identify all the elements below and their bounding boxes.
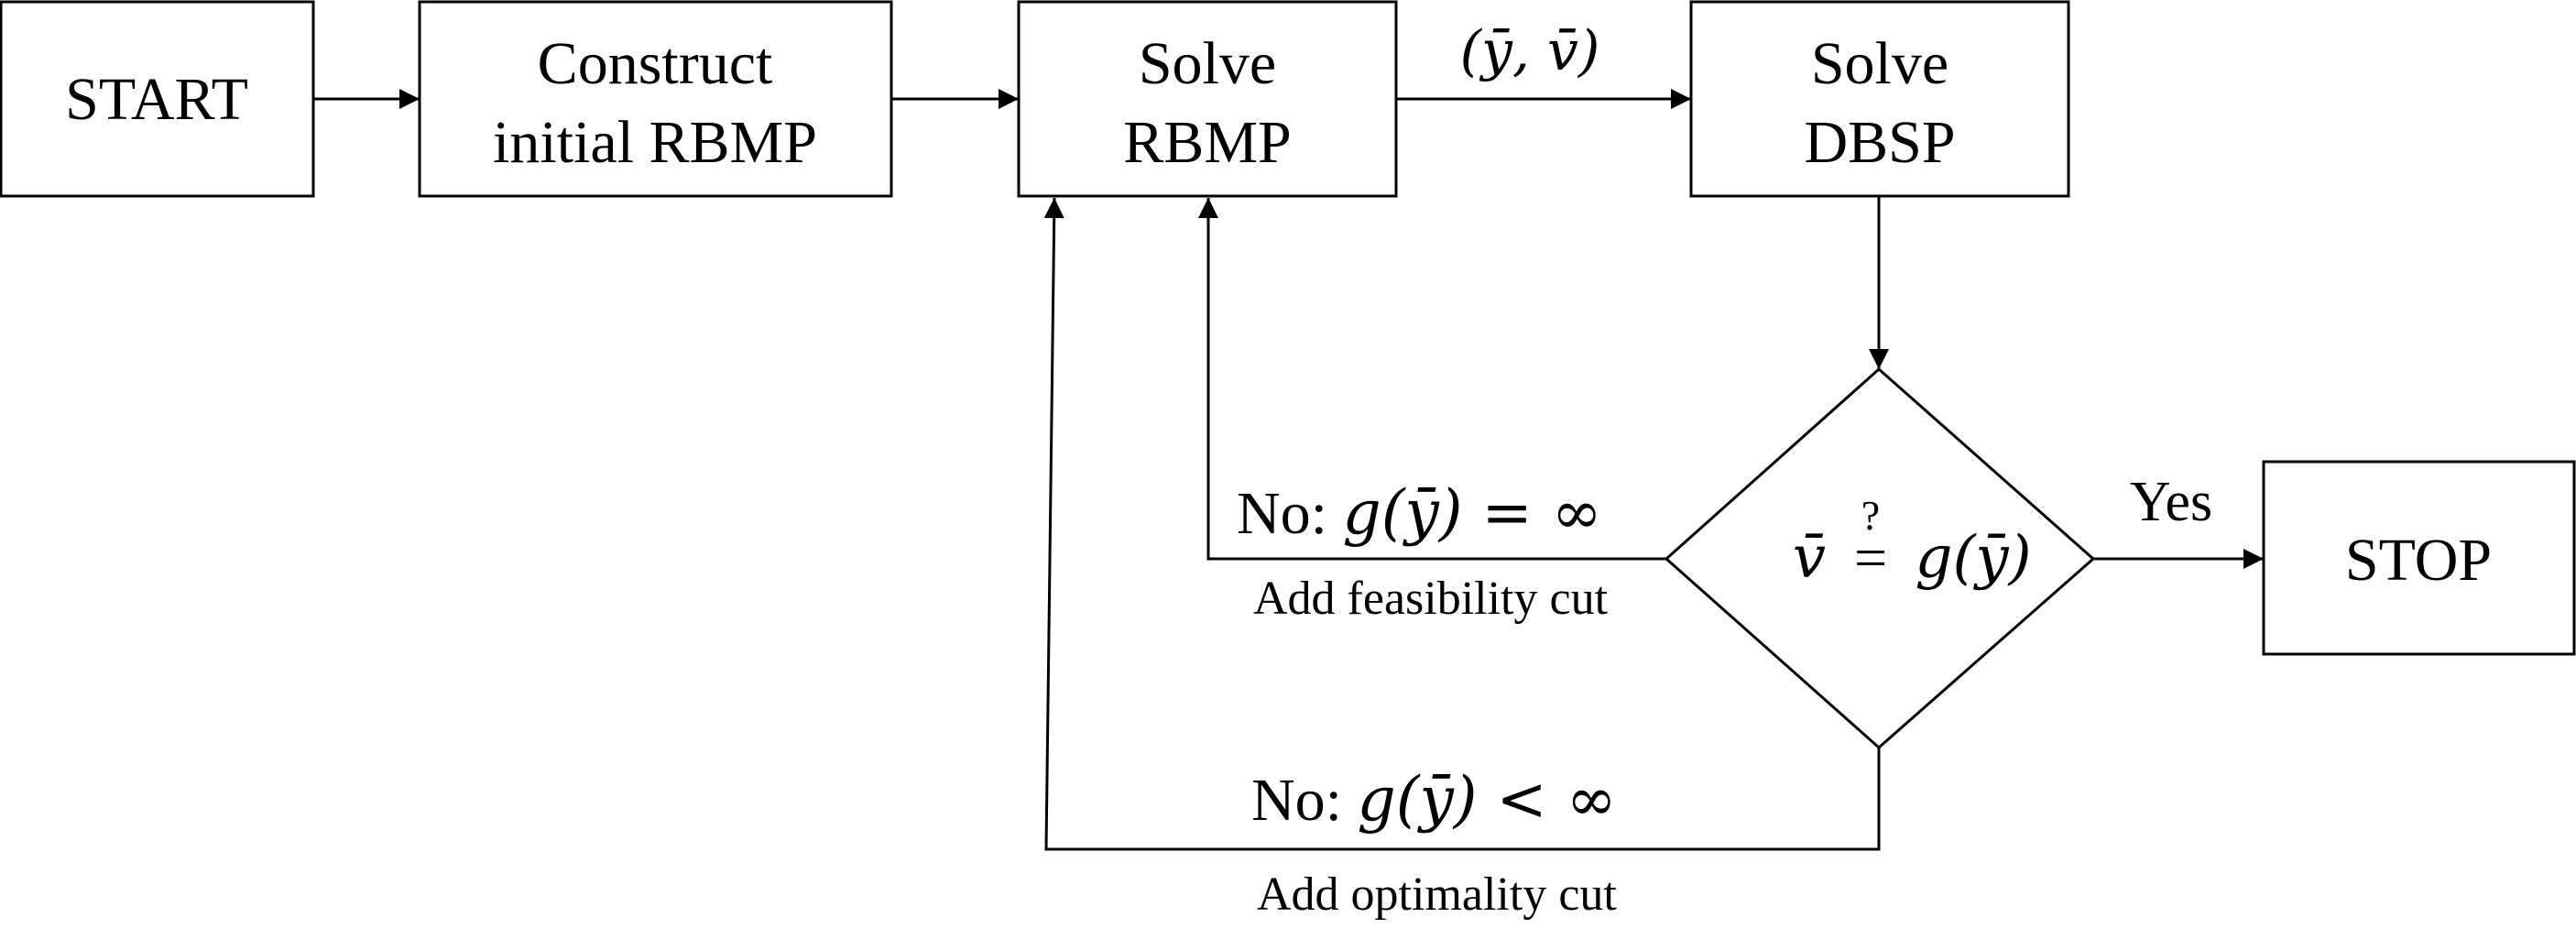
construct-node: Construct initial RBMP xyxy=(418,0,893,198)
feasibility-no-prefix: No: xyxy=(1237,480,1343,547)
construct-label-line1: Construct xyxy=(538,30,773,97)
rbmp-to-dbsp-label: (ȳ, v̄) xyxy=(1460,19,1600,83)
solve-rbmp-label-line2: RBMP xyxy=(1123,109,1291,176)
solve-dbsp-node: Solve DBSP xyxy=(1689,0,2070,198)
solve-dbsp-label-line2: DBSP xyxy=(1804,109,1955,176)
decision-question-mark: ? xyxy=(1861,492,1880,539)
decision-rhs: g(ȳ) xyxy=(1915,524,2031,592)
decision-equals: = xyxy=(1854,525,1887,590)
edge-optimality-cut xyxy=(1043,197,1881,851)
optimality-condition-label: No: g(ȳ) < ∞ xyxy=(1251,764,1617,835)
decision-lhs: v̄ xyxy=(1793,524,1826,592)
optimality-condition: g(ȳ) < ∞ xyxy=(1358,764,1617,835)
feasibility-cut-label: Add feasibility cut xyxy=(1253,573,1609,625)
construct-label-line2: initial RBMP xyxy=(493,109,817,176)
feasibility-condition-label: No: g(ȳ) = ∞ xyxy=(1237,477,1602,548)
solve-rbmp-node: Solve RBMP xyxy=(1017,0,1398,198)
yes-label: Yes xyxy=(2130,471,2212,533)
solve-rbmp-label-line1: Solve xyxy=(1139,30,1276,97)
start-node: START xyxy=(0,0,315,198)
decision-node: v̄ ? = g(ȳ) xyxy=(1664,366,2096,750)
solve-dbsp-label-line1: Solve xyxy=(1811,30,1948,97)
optimality-no-prefix: No: xyxy=(1251,767,1358,834)
edges xyxy=(313,89,2264,851)
start-label: START xyxy=(65,66,248,133)
edge-feasibility-cut xyxy=(1198,198,1666,561)
feasibility-condition: g(ȳ) = ∞ xyxy=(1343,477,1602,548)
optimality-cut-label: Add optimality cut xyxy=(1257,868,1617,921)
stop-label: STOP xyxy=(2345,527,2492,594)
stop-node: STOP xyxy=(2262,460,2576,656)
